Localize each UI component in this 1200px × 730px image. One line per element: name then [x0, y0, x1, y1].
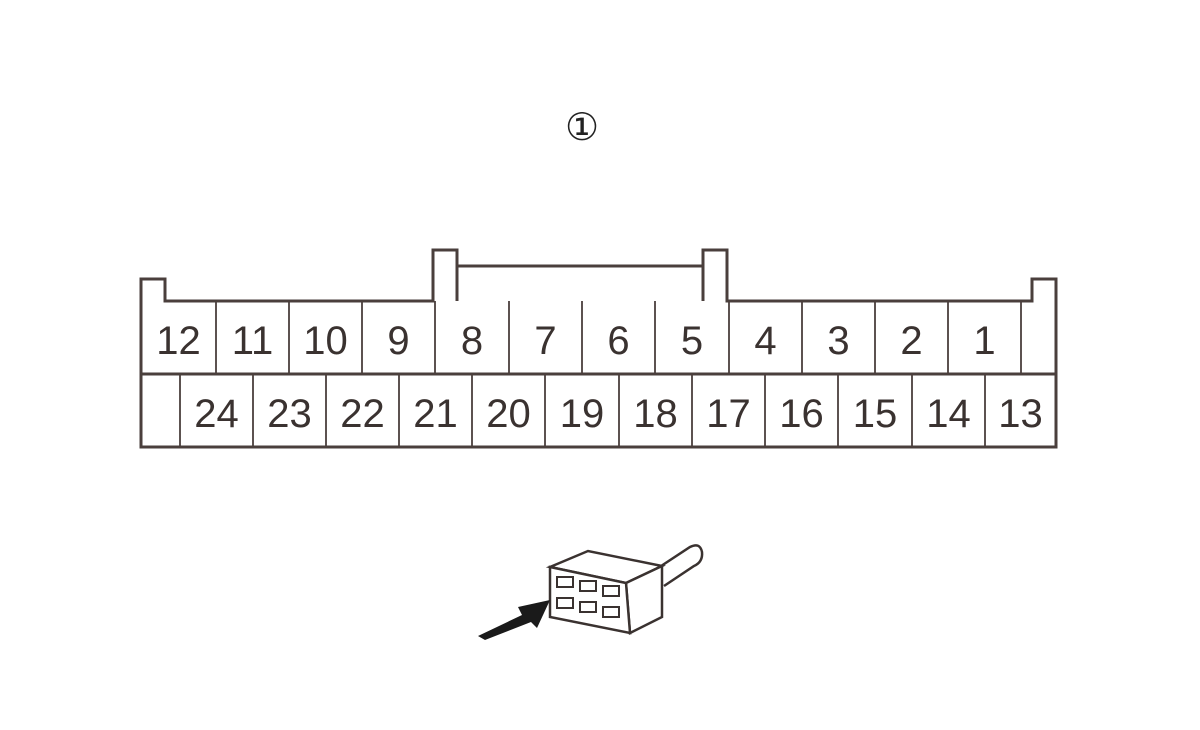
connector-marker: ① — [565, 105, 599, 149]
pin-label-16: 16 — [779, 392, 824, 436]
pin-label-22: 22 — [340, 392, 385, 436]
cavity — [579, 601, 597, 613]
cavity — [602, 606, 620, 618]
pin-label-10: 10 — [303, 319, 348, 363]
pin-label-1: 1 — [973, 319, 995, 363]
pin-label-5: 5 — [681, 319, 703, 363]
bottom-row-dividers — [179, 374, 986, 447]
pin-label-17: 17 — [706, 392, 751, 436]
connector-face — [139, 248, 1058, 449]
pin-label-12: 12 — [156, 319, 201, 363]
pin-label-7: 7 — [534, 319, 556, 363]
pin-label-18: 18 — [633, 392, 678, 436]
pin-label-19: 19 — [560, 392, 605, 436]
top-row-pins: 12 11 10 9 8 7 6 5 4 3 2 1 — [156, 319, 995, 363]
bottom-row-pins: 24 23 22 21 20 19 18 17 16 15 14 13 — [194, 392, 1043, 436]
pin-label-8: 8 — [461, 319, 483, 363]
pin-label-2: 2 — [900, 319, 922, 363]
connector-view-icon — [478, 544, 704, 640]
pin-label-13: 13 — [998, 392, 1043, 436]
cable-icon — [651, 544, 704, 588]
pin-label-24: 24 — [194, 392, 239, 436]
top-row-dividers — [215, 301, 1022, 374]
pin-label-11: 11 — [232, 319, 274, 363]
pin-label-14: 14 — [926, 392, 971, 436]
cavity — [602, 585, 620, 597]
pin-label-4: 4 — [754, 319, 776, 363]
pin-label-3: 3 — [827, 319, 849, 363]
cavity — [579, 580, 597, 592]
pin-label-9: 9 — [387, 319, 409, 363]
connector-cavities — [556, 576, 620, 618]
cavity — [556, 597, 574, 609]
pin-label-21: 21 — [413, 392, 458, 436]
pin-label-23: 23 — [267, 392, 312, 436]
cavity — [556, 576, 574, 588]
pin-label-20: 20 — [486, 392, 531, 436]
view-direction-arrow-icon — [478, 600, 550, 640]
pin-label-6: 6 — [607, 319, 629, 363]
pin-label-15: 15 — [853, 392, 898, 436]
